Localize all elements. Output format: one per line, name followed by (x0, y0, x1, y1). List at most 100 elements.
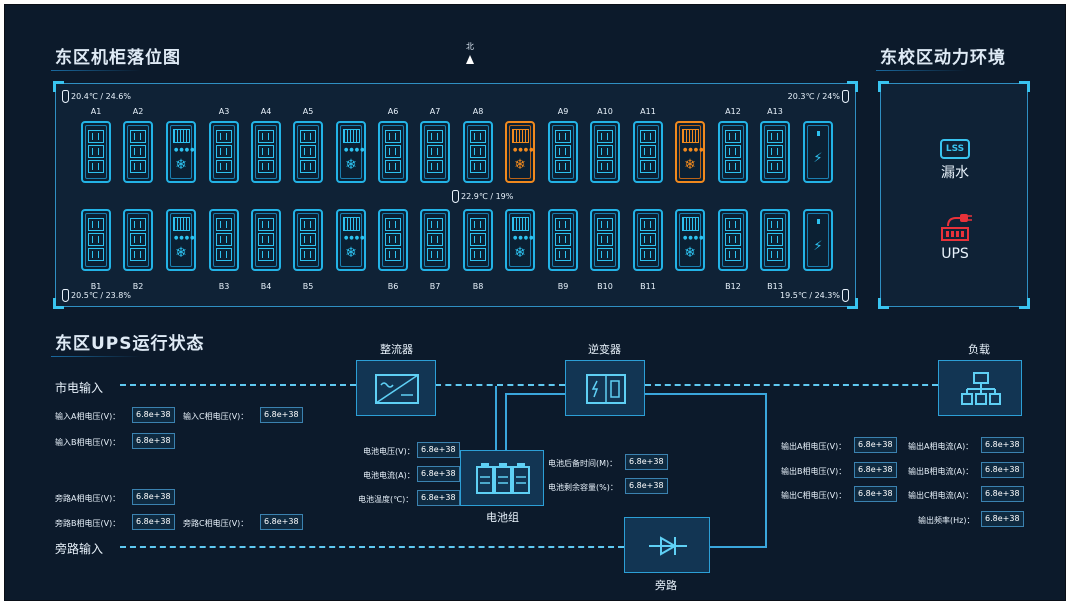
load-node[interactable] (938, 360, 1022, 416)
server-cabinet-B5[interactable] (293, 209, 323, 271)
battery-capacity-label: 电池剩余容量(%)： (548, 483, 618, 492)
output-b-current-value: 6.8e+38 (981, 462, 1024, 478)
cabinet-frame (637, 125, 659, 179)
server-cabinet-A6[interactable] (378, 121, 408, 183)
server-cabinet-A2[interactable] (123, 121, 153, 183)
server-unit-icon (427, 218, 443, 231)
load-label: 负载 (968, 343, 990, 356)
server-cabinet-B11[interactable] (633, 209, 663, 271)
cabinet-frame (255, 125, 277, 179)
server-cabinet-B6[interactable] (378, 209, 408, 271)
server-cabinet-A8[interactable] (463, 121, 493, 183)
server-cabinet-B4[interactable] (251, 209, 281, 271)
server-unit-icon (470, 218, 486, 231)
bypass-b-voltage-label: 旁路B相电压(V)： (55, 519, 121, 528)
server-cabinet-B3[interactable] (209, 209, 239, 271)
server-unit-icon (385, 248, 401, 261)
ups-indicator-icon (817, 219, 820, 224)
server-unit-icon (258, 145, 274, 158)
server-unit-icon (640, 218, 656, 231)
water-leak-item[interactable]: LSS 漏水 (881, 136, 1029, 182)
server-unit-icon (597, 233, 613, 246)
corner-decoration (878, 81, 889, 92)
server-unit-icon (385, 233, 401, 246)
cabinet-frame (382, 125, 404, 179)
snowflake-icon: ❄ (175, 245, 187, 261)
ac-unit-alarm[interactable]: ●●●●❄ (505, 121, 535, 183)
bypass-c-voltage-value: 6.8e+38 (260, 514, 303, 530)
bypass-node[interactable] (624, 517, 710, 573)
ac-unit[interactable]: ●●●● ❄ (166, 209, 196, 271)
server-cabinet-A5[interactable] (293, 121, 323, 183)
server-unit-icon (258, 233, 274, 246)
server-unit-icon (597, 160, 613, 173)
bypass-c-voltage-label: 旁路C相电压(V)： (183, 519, 249, 528)
rectifier-node[interactable] (356, 360, 436, 416)
server-cabinet-A12[interactable] (718, 121, 748, 183)
server-cabinet-A7[interactable] (420, 121, 450, 183)
dc-bus-line (435, 384, 565, 386)
snowflake-icon: ❄ (684, 245, 696, 261)
server-cabinet-B13[interactable] (760, 209, 790, 271)
ac-unit[interactable]: ●●●●❄ (336, 209, 366, 271)
ups-cabinet[interactable]: ⚡ (803, 121, 833, 183)
cabinet-frame (467, 213, 489, 267)
server-cabinet-A3[interactable] (209, 121, 239, 183)
server-unit-icon (216, 248, 232, 261)
server-cabinet-B8[interactable] (463, 209, 493, 271)
cabinet-label: A3 (218, 107, 230, 116)
battery-link (495, 386, 497, 456)
server-cabinet-B2[interactable] (123, 209, 153, 271)
server-unit-icon (470, 248, 486, 261)
ac-unit-alarm[interactable]: ●●●●❄ (675, 121, 705, 183)
ac-unit[interactable]: ●●●●❄ (675, 209, 705, 271)
server-cabinet-A4[interactable] (251, 121, 281, 183)
cabinet-frame (424, 213, 446, 267)
server-cabinet-B7[interactable] (420, 209, 450, 271)
server-unit-icon (767, 130, 783, 143)
ac-indicator-icon: ●●●● (174, 235, 196, 241)
ups-status-label: UPS (941, 246, 969, 262)
battery-voltage-value: 6.8e+38 (417, 442, 460, 458)
ups-status-item[interactable]: UPS (881, 212, 1029, 262)
battery-backup-time-label: 电池后备时间(M)： (548, 459, 618, 468)
snowflake-icon: ❄ (345, 157, 357, 173)
snowflake-icon: ❄ (175, 157, 187, 173)
thermometer-icon (452, 190, 459, 203)
ups-indicator-icon (817, 131, 820, 136)
output-a-voltage-label: 输出A相电压(V)： (781, 442, 847, 451)
cabinet-frame (127, 125, 149, 179)
temp-sensor-bottom-right[interactable]: 19.5℃ / 24.3% (780, 289, 849, 302)
server-cabinet-A11[interactable] (633, 121, 663, 183)
temp-sensor-top-right[interactable]: 20.3℃ / 24% (788, 90, 849, 103)
ac-unit[interactable]: ●●●●❄ (336, 121, 366, 183)
server-cabinet-A13[interactable] (760, 121, 790, 183)
server-cabinet-A1[interactable] (81, 121, 111, 183)
inverter-icon (586, 374, 626, 404)
server-unit-icon (385, 218, 401, 231)
cabinet-frame (552, 125, 574, 179)
server-cabinet-B1[interactable] (81, 209, 111, 271)
ac-unit[interactable]: ●●●●❄ (166, 121, 196, 183)
thermometer-icon (62, 289, 69, 302)
server-cabinet-B10[interactable] (590, 209, 620, 271)
server-cabinet-A10[interactable] (590, 121, 620, 183)
cabinet-label: B7 (429, 282, 441, 291)
battery-temp-label: 电池温度(℃)： (358, 495, 414, 504)
ups-cabinet[interactable]: ⚡ (803, 209, 833, 271)
server-cabinet-B9[interactable] (548, 209, 578, 271)
cabinet-frame (170, 125, 192, 179)
cabinet-label: A11 (640, 107, 656, 116)
inverter-node[interactable] (565, 360, 645, 416)
server-cabinet-A9[interactable] (548, 121, 578, 183)
ac-unit[interactable]: ●●●●❄ (505, 209, 535, 271)
ac-indicator-icon: ●●●● (683, 147, 705, 153)
battery-node[interactable] (460, 450, 544, 506)
cabinet-label: A1 (90, 107, 102, 116)
server-cabinet-B12[interactable] (718, 209, 748, 271)
temp-sensor-center[interactable]: 22.9℃ / 19% (452, 190, 513, 203)
corner-decoration (878, 298, 889, 309)
server-unit-icon (555, 145, 571, 158)
temp-sensor-top-left[interactable]: 20.4℃ / 24.6% (62, 90, 131, 103)
temp-sensor-bottom-left[interactable]: 20.5℃ / 23.8% (62, 289, 131, 302)
